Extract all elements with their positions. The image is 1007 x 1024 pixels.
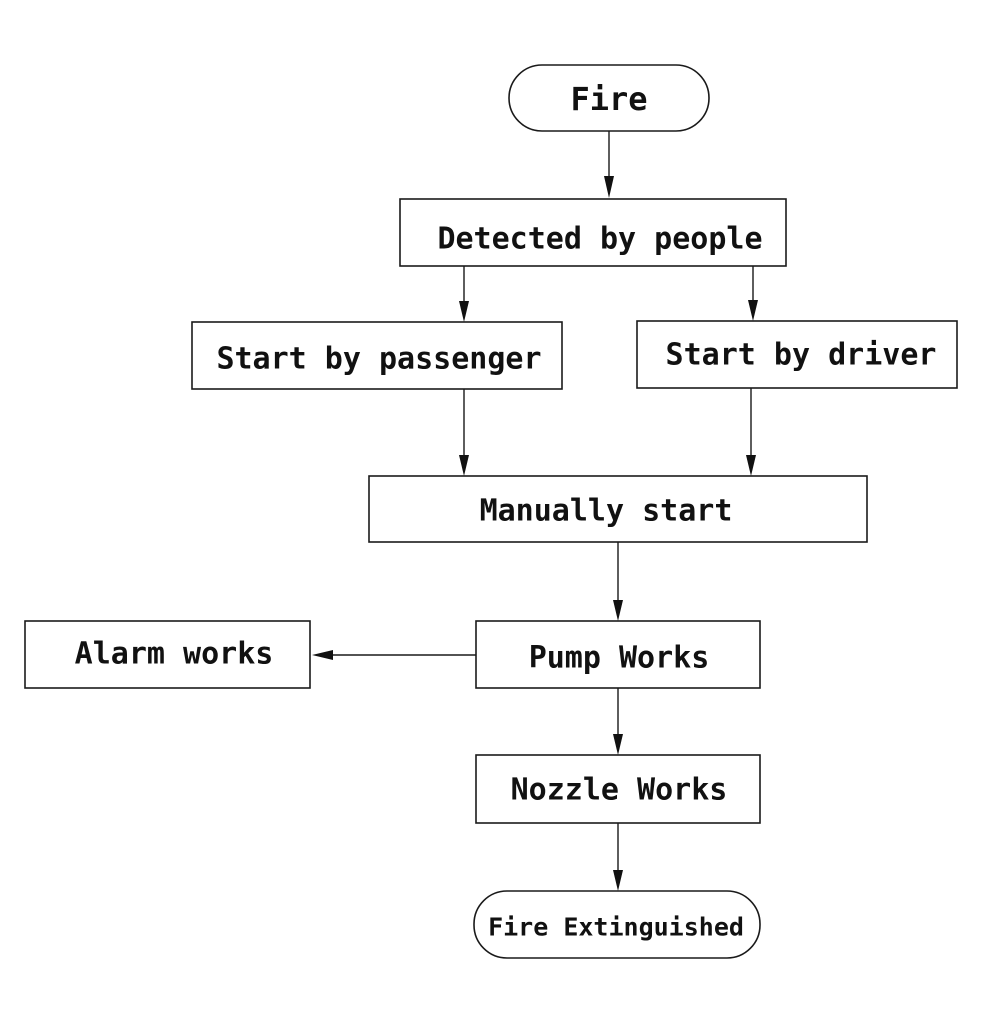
- arrowhead-icon: [746, 455, 756, 476]
- node-driver-label: Start by driver: [666, 338, 937, 373]
- edge-fire-to-detected: [604, 131, 614, 198]
- arrowhead-icon: [459, 301, 469, 322]
- edge-driver-to-manual: [746, 388, 756, 476]
- edge-detected-to-driver: [748, 266, 758, 321]
- terminator-shape: [508, 64, 710, 132]
- node-nozzle-label: Nozzle Works: [511, 773, 728, 808]
- process-shape: [191, 321, 563, 390]
- node-detected-by-people: Detected by people: [399, 198, 787, 267]
- edge-detected-to-passenger: [459, 266, 469, 322]
- node-pump-label: Pump Works: [529, 641, 710, 676]
- node-alarm-works: Alarm works: [24, 620, 311, 689]
- node-nozzle-works: Nozzle Works: [475, 754, 761, 824]
- process-shape: [399, 198, 787, 267]
- terminator-shape: [473, 890, 761, 959]
- process-shape: [636, 320, 958, 389]
- edge-passenger-to-manual: [459, 389, 469, 476]
- arrowhead-icon: [748, 300, 758, 321]
- arrowhead-icon: [613, 600, 623, 621]
- process-shape: [24, 620, 311, 689]
- node-detected-label: Detected by people: [437, 222, 762, 257]
- edge-pump-to-alarm: [312, 650, 476, 660]
- edges: [312, 131, 758, 891]
- process-shape: [475, 620, 761, 689]
- edge-nozzle-to-extinguished: [613, 823, 623, 891]
- arrowhead-icon: [312, 650, 333, 660]
- edge-manual-to-pump: [613, 542, 623, 621]
- node-passenger-label: Start by passenger: [216, 342, 541, 377]
- node-manual-label: Manually start: [480, 494, 733, 529]
- node-start-by-passenger: Start by passenger: [191, 321, 563, 390]
- arrowhead-icon: [613, 870, 623, 891]
- arrowhead-icon: [604, 176, 614, 198]
- node-manually-start: Manually start: [368, 475, 868, 543]
- node-fire-extinguished: Fire Extinguished: [473, 890, 761, 959]
- node-fire: Fire: [508, 64, 710, 132]
- edge-pump-to-nozzle: [613, 688, 623, 755]
- nodes: Fire Detected by people Start by passeng…: [24, 64, 958, 959]
- arrowhead-icon: [459, 455, 469, 476]
- node-extinguished-label: Fire Extinguished: [488, 913, 744, 942]
- arrowhead-icon: [613, 734, 623, 755]
- node-alarm-label: Alarm works: [75, 637, 274, 672]
- node-fire-label: Fire: [570, 80, 647, 118]
- node-start-by-driver: Start by driver: [636, 320, 958, 389]
- process-shape: [368, 475, 868, 543]
- process-shape: [475, 754, 761, 824]
- node-pump-works: Pump Works: [475, 620, 761, 689]
